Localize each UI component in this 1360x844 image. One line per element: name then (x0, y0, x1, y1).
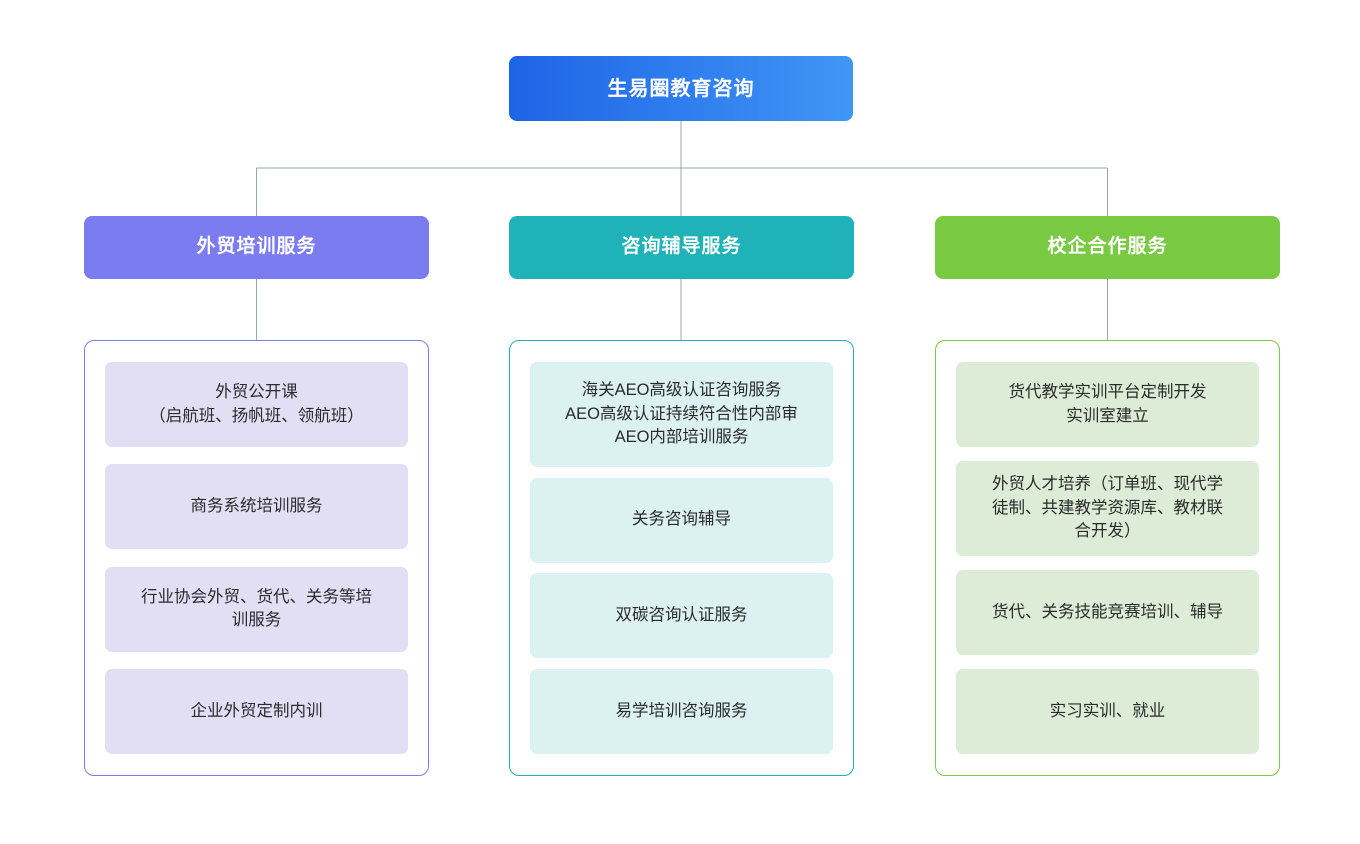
branch-header-3[interactable]: 校企合作服务 (935, 216, 1280, 279)
branch-header-2[interactable]: 咨询辅导服务 (509, 216, 854, 279)
leaf-card[interactable]: 关务咨询辅导 (530, 477, 833, 563)
branch-body-3: 货代教学实训平台定制开发 实训室建立 外贸人才培养（订单班、现代学 徒制、共建教… (935, 340, 1280, 776)
branch-column-3: 校企合作服务 货代教学实训平台定制开发 实训室建立 外贸人才培养（订单班、现代学… (935, 216, 1280, 776)
leaf-card[interactable]: 行业协会外贸、货代、关务等培 训服务 (105, 566, 408, 652)
leaf-card[interactable]: 海关AEO高级认证咨询服务 AEO高级认证持续符合性内部审 AEO内部培训服务 (530, 362, 833, 467)
root-node-label: 生易圈教育咨询 (607, 77, 755, 100)
leaf-card[interactable]: 外贸公开课 （启航班、扬帆班、领航班） (105, 362, 408, 447)
branch-header-label-3: 校企合作服务 (1047, 236, 1168, 258)
leaf-card[interactable]: 易学培训咨询服务 (530, 668, 833, 754)
leaf-card[interactable]: 商务系统培训服务 (105, 464, 408, 550)
branch-column-1: 外贸培训服务 外贸公开课 （启航班、扬帆班、领航班） 商务系统培训服务 行业协会… (84, 216, 429, 776)
root-node[interactable]: 生易圈教育咨询 (509, 56, 853, 121)
leaf-card[interactable]: 企业外贸定制内训 (105, 668, 408, 754)
leaf-card[interactable]: 外贸人才培养（订单班、现代学 徒制、共建教学资源库、教材联 合开发） (956, 461, 1259, 556)
branch-column-2: 咨询辅导服务 海关AEO高级认证咨询服务 AEO高级认证持续符合性内部审 AEO… (509, 216, 854, 776)
branch-body-1: 外贸公开课 （启航班、扬帆班、领航班） 商务系统培训服务 行业协会外贸、货代、关… (84, 340, 429, 776)
leaf-card[interactable]: 货代教学实训平台定制开发 实训室建立 (956, 362, 1259, 447)
branch-body-2: 海关AEO高级认证咨询服务 AEO高级认证持续符合性内部审 AEO内部培训服务 … (509, 340, 854, 776)
leaf-card[interactable]: 双碳咨询认证服务 (530, 573, 833, 659)
leaf-card[interactable]: 货代、关务技能竞赛培训、辅导 (956, 570, 1259, 655)
branch-header-label-2: 咨询辅导服务 (621, 236, 742, 258)
branch-header-label-1: 外贸培训服务 (196, 236, 317, 258)
branch-header-1[interactable]: 外贸培训服务 (84, 216, 429, 279)
leaf-card[interactable]: 实习实训、就业 (956, 669, 1259, 754)
